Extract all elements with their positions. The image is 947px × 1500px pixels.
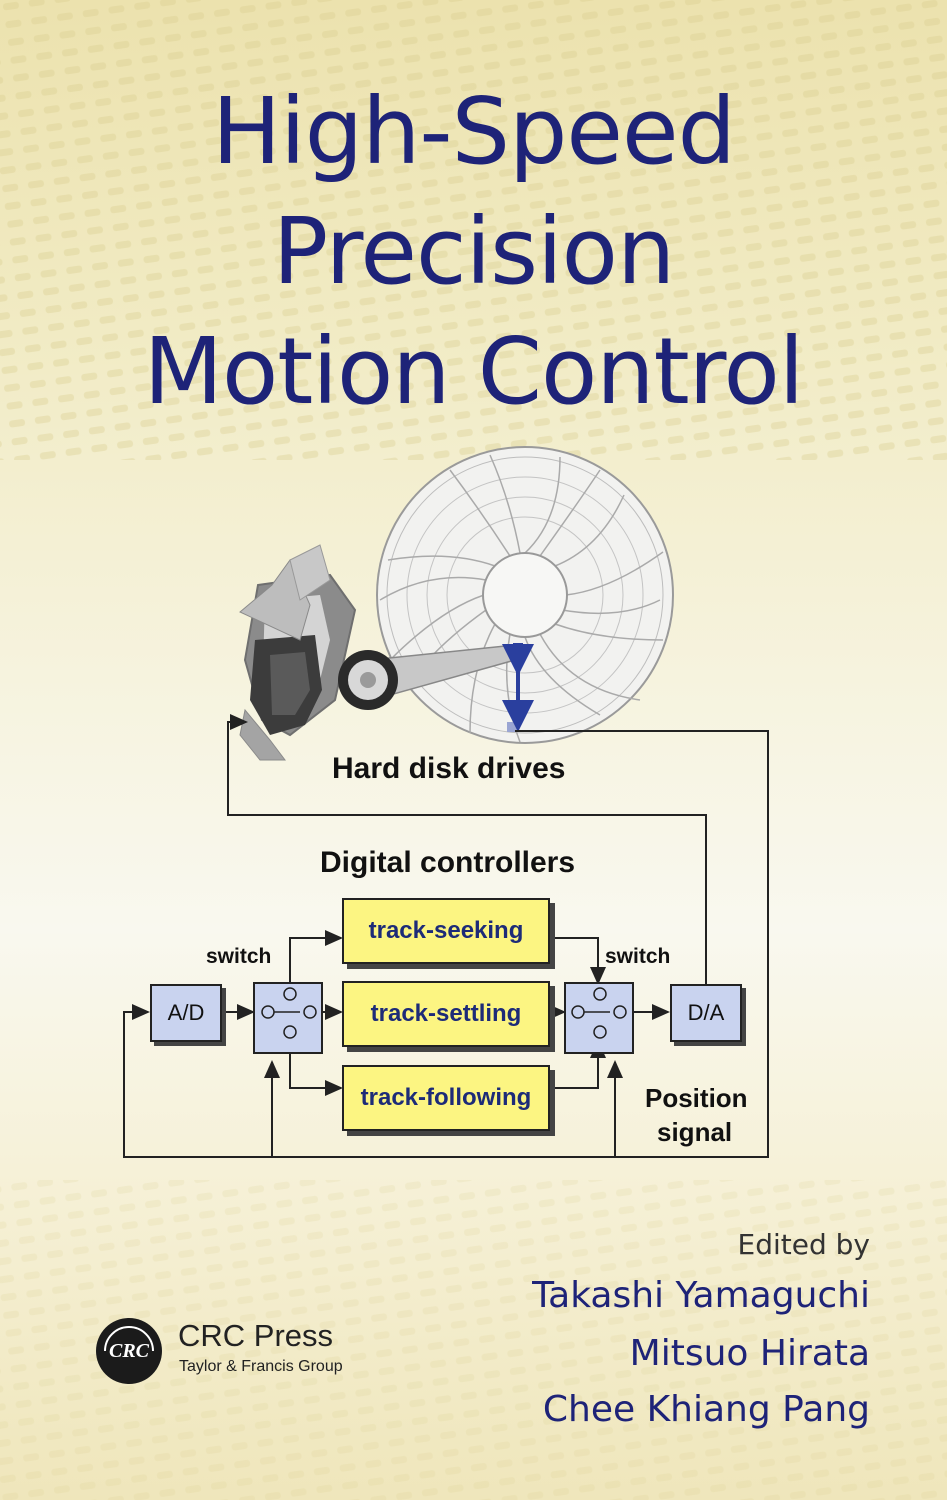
track-seeking-block: track-seeking xyxy=(342,898,550,964)
position-label-line1: Position xyxy=(645,1083,748,1113)
da-converter-block: D/A xyxy=(670,984,742,1042)
crc-press-logo: CRC xyxy=(96,1318,162,1384)
left-switch-icon xyxy=(253,982,323,1054)
ad-converter-block: A/D xyxy=(150,984,222,1042)
left-switch-label: switch xyxy=(206,945,272,968)
publisher-group: Taylor & Francis Group xyxy=(179,1358,343,1375)
track-settling-block: track-settling xyxy=(342,981,550,1047)
editor-name-2: Mitsuo Hirata xyxy=(629,1333,870,1374)
right-switch-label: switch xyxy=(605,945,671,968)
disk-platter-icon xyxy=(376,446,674,744)
editor-name-1: Takashi Yamaguchi xyxy=(532,1275,870,1316)
publisher-name: CRC Press xyxy=(178,1318,334,1353)
editor-name-3: Chee Khiang Pang xyxy=(542,1389,870,1430)
feedback-wiring xyxy=(123,714,769,1158)
position-label-line2: signal xyxy=(657,1117,733,1147)
title-line-3: Motion Control xyxy=(143,318,805,425)
controllers-label: Digital controllers xyxy=(320,846,576,879)
track-following-block: track-following xyxy=(342,1065,550,1131)
title-line-1: High-Speed xyxy=(211,78,736,185)
right-switch-icon xyxy=(564,982,634,1054)
edited-by-label: Edited by xyxy=(737,1228,870,1261)
crc-logo-text: CRC xyxy=(109,1340,150,1362)
title-line-2: Precision xyxy=(272,198,676,305)
hdd-label: Hard disk drives xyxy=(332,752,566,785)
actuator-arm-icon xyxy=(239,544,534,761)
